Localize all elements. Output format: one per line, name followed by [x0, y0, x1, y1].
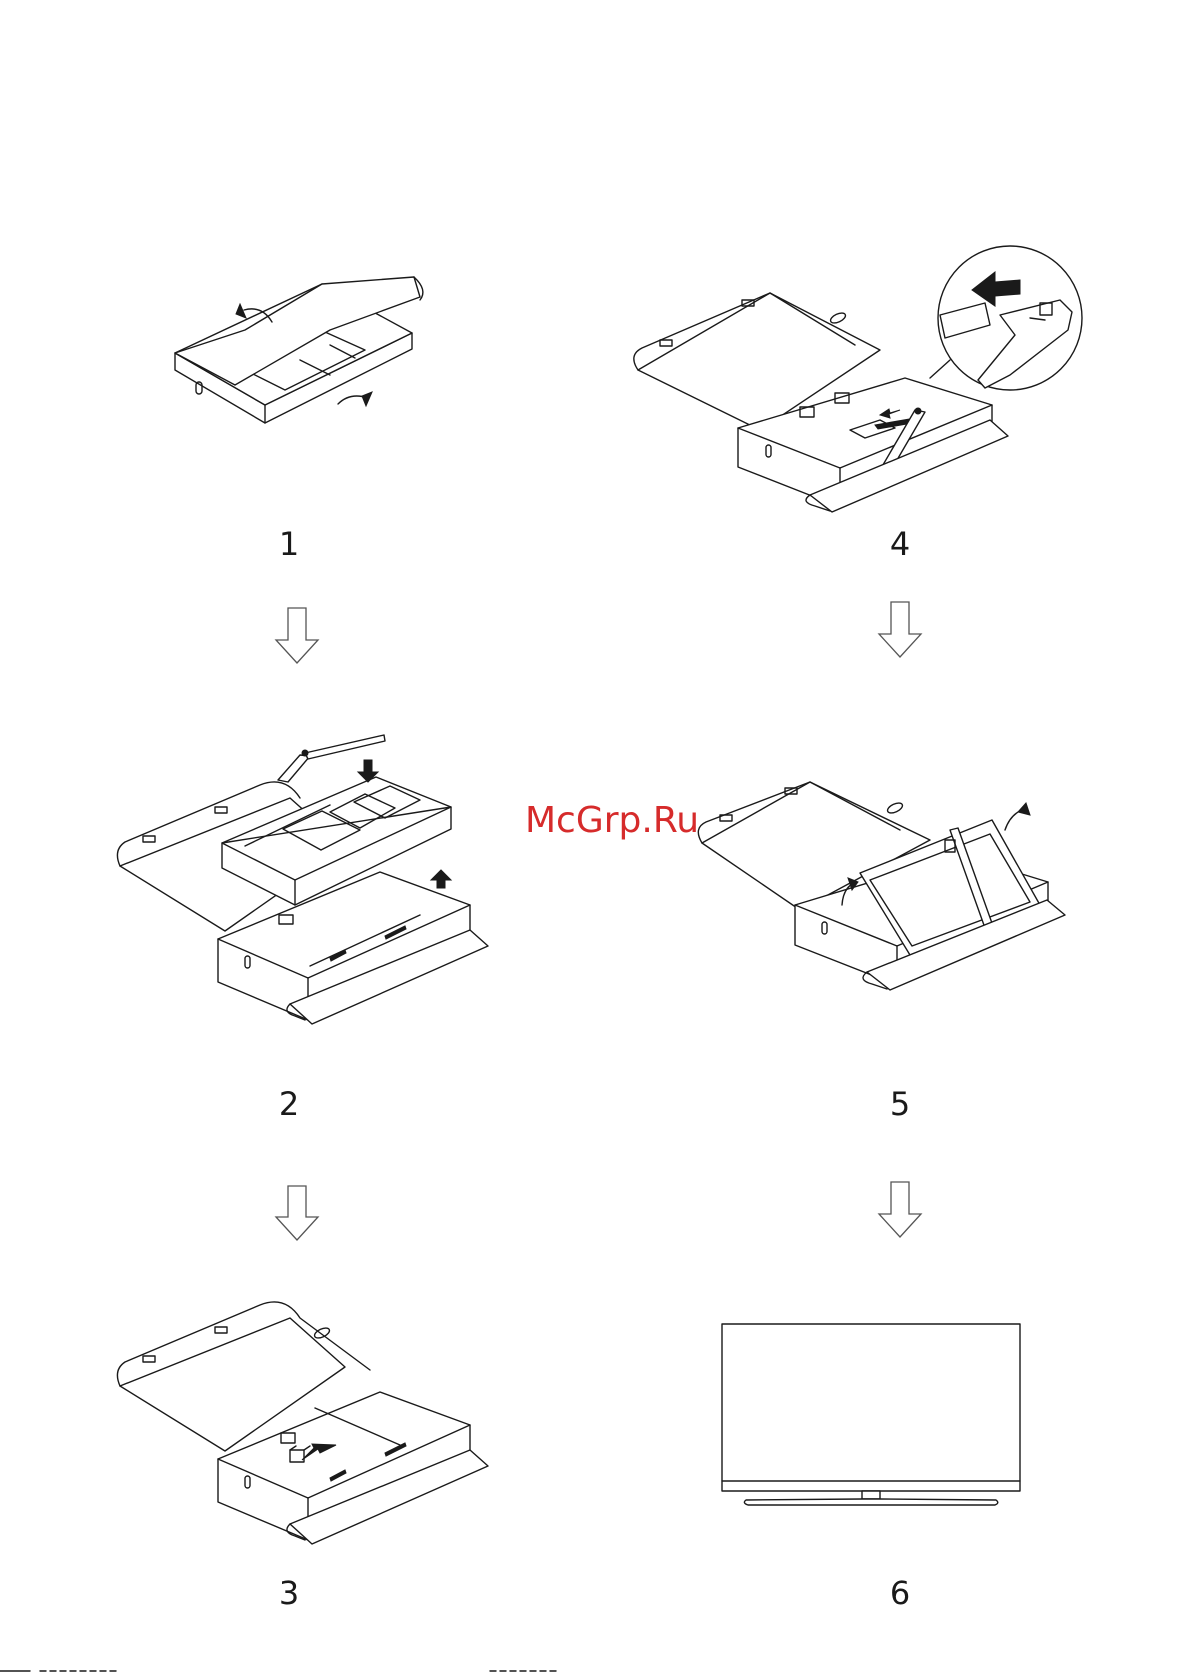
step-number-1: 1 — [279, 525, 299, 563]
step-5-illustration — [698, 782, 1065, 990]
down-arrow-outline-icon — [879, 602, 921, 657]
down-arrow-outline-icon — [276, 1186, 318, 1240]
step-number-3: 3 — [279, 1574, 299, 1612]
curved-arrow-icon — [1005, 803, 1030, 830]
down-arrow-outline-icon — [879, 1182, 921, 1237]
step-6-illustration — [722, 1324, 1020, 1505]
step-2-illustration — [117, 735, 488, 1024]
curved-arrow-icon — [338, 392, 372, 406]
step-number-5: 5 — [890, 1085, 910, 1123]
tv-stand-neck — [862, 1491, 880, 1499]
step-number-6: 6 — [890, 1574, 910, 1612]
step-number-4: 4 — [890, 525, 910, 563]
step-3-illustration — [117, 1302, 488, 1544]
tv-screen — [722, 1324, 1020, 1491]
step-1-illustration — [175, 277, 423, 423]
down-arrow-outline-icon — [276, 608, 318, 663]
step-number-2: 2 — [279, 1085, 299, 1123]
up-arrow-icon — [431, 870, 451, 888]
watermark: McGrp.Ru — [525, 800, 699, 841]
tv-stand-base — [744, 1499, 997, 1505]
step-4-illustration — [634, 246, 1082, 512]
